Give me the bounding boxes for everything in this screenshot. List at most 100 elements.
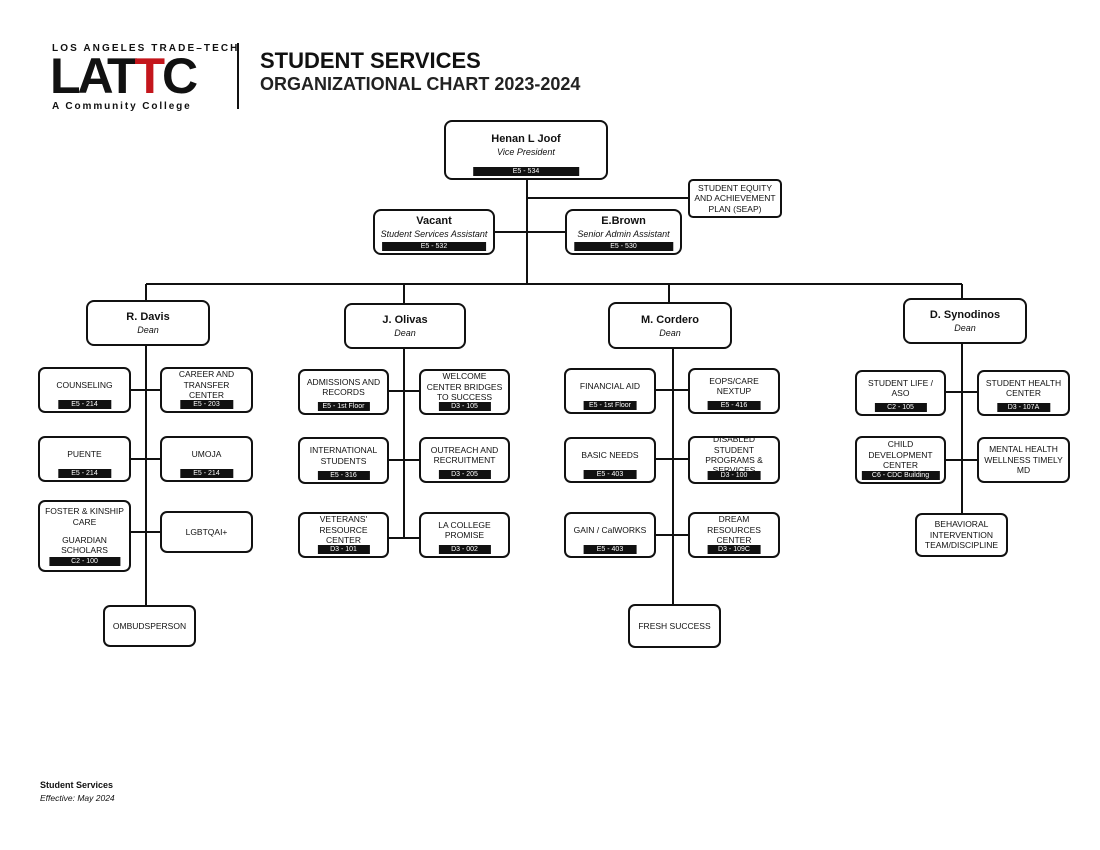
- unit-location: D3 - 109C: [707, 545, 761, 554]
- unit-label: GAIN / CalWORKS: [573, 524, 647, 535]
- unit-label: VETERANS' RESOURCE CENTER: [319, 514, 368, 546]
- unit-location: D3 - 002: [438, 545, 491, 554]
- unit-location: D3 - 105: [438, 402, 491, 411]
- unit-location: E5 - 403: [583, 470, 637, 479]
- unit-location: E5 - 416: [707, 401, 761, 410]
- unit-label: PUENTE: [67, 448, 102, 459]
- assistant-location-vacant: E5 - 532: [382, 242, 486, 251]
- vp-title: Vice President: [497, 147, 555, 157]
- unit-label: STUDENT LIFE / ASO: [867, 377, 934, 398]
- unit-foster-kinship: FOSTER & KINSHIP CARE GUARDIAN SCHOLARS …: [38, 500, 131, 572]
- unit-label: FRESH SUCCESS: [638, 620, 711, 631]
- unit-label: STUDENT HEALTH CENTER: [985, 377, 1062, 398]
- dean-title: Dean: [954, 323, 976, 333]
- dean-title: Dean: [137, 325, 159, 335]
- unit-outreach-recruitment: OUTREACH AND RECRUITMENT D3 - 205: [419, 437, 510, 483]
- assistant-name-vacant: Vacant: [416, 215, 452, 227]
- unit-label: FOSTER & KINSHIP CARE: [45, 506, 124, 527]
- unit-location: E5 - 403: [583, 545, 637, 554]
- unit-label: COUNSELING: [56, 379, 113, 390]
- dean-name: R. Davis: [126, 311, 170, 323]
- unit-student-health: STUDENT HEALTH CENTER D3 - 107A: [977, 370, 1070, 416]
- vp-box: Henan L Joof Vice President E5 - 534: [444, 120, 608, 180]
- unit-student-life-aso: STUDENT LIFE / ASO C2 - 105: [855, 370, 946, 416]
- unit-label: DISABLED STUDENT PROGRAMS & SERVICES: [705, 436, 763, 475]
- unit-location: C2 - 105: [874, 403, 927, 412]
- logo-tagline-bottom: A Community College: [52, 101, 192, 112]
- unit-ombudsperson: OMBUDSPERSON: [103, 605, 196, 647]
- unit-label: OUTREACH AND RECRUITMENT: [430, 444, 499, 465]
- dean-box-synodinos: D. Synodinos Dean: [903, 298, 1027, 344]
- unit-counseling: COUNSELING E5 - 214: [38, 367, 131, 413]
- unit-label: INTERNATIONAL STUDENTS: [309, 445, 378, 466]
- dean-title: Dean: [659, 327, 681, 338]
- unit-location: E5 - 214: [57, 469, 112, 478]
- assistant-title-ebrown: Senior Admin Assistant: [577, 229, 670, 239]
- college-logo: LATTC: [50, 51, 198, 101]
- unit-location: C2 - 100: [48, 557, 121, 566]
- unit-label: UMOJA: [191, 448, 222, 459]
- unit-puente: PUENTE E5 - 214: [38, 436, 131, 482]
- unit-career-transfer: CAREER AND TRANSFER CENTER E5 - 203: [160, 367, 253, 413]
- unit-label: LGBTQAI+: [185, 526, 228, 537]
- unit-admissions-records: ADMISSIONS AND RECORDS E5 - 1st Floor: [298, 369, 389, 415]
- unit-welcome-center: WELCOME CENTER BRIDGES TO SUCCESS D3 - 1…: [419, 369, 510, 415]
- unit-location: E5 - 214: [179, 469, 234, 478]
- unit-location: E5 - 203: [179, 400, 234, 409]
- assistant-title-vacant: Student Services Assistant: [380, 229, 488, 239]
- unit-dsps: DISABLED STUDENT PROGRAMS & SERVICES D3 …: [688, 436, 780, 484]
- unit-lgbtqai: LGBTQAI+: [160, 511, 253, 553]
- unit-label: CAREER AND TRANSFER CENTER: [178, 369, 235, 401]
- unit-international-students: INTERNATIONAL STUDENTS E5 - 316: [298, 437, 389, 484]
- logo-text-a: LAT: [50, 48, 138, 104]
- assistant-box-vacant: Vacant Student Services Assistant E5 - 5…: [373, 209, 495, 255]
- unit-mental-health: MENTAL HEALTH WELLNESS TIMELY MD: [977, 437, 1070, 483]
- seap-label: STUDENT EQUITY AND ACHIEVEMENT PLAN (SEA…: [694, 182, 776, 214]
- unit-label: DREAM RESOURCES CENTER: [707, 514, 761, 546]
- footer-department: Student Services: [40, 780, 114, 790]
- unit-label: BASIC NEEDS: [581, 449, 639, 460]
- unit-label: FINANCIAL AID: [579, 380, 641, 391]
- footer-effective-date: Effective: May 2024: [40, 793, 115, 803]
- unit-location: D3 - 205: [438, 470, 491, 479]
- unit-label: MENTAL HEALTH WELLNESS TIMELY MD: [984, 444, 1063, 476]
- dean-title: Dean: [394, 328, 416, 338]
- unit-location: E5 - 214: [57, 400, 112, 409]
- vp-name: Henan L Joof: [491, 133, 561, 145]
- dean-name: D. Synodinos: [929, 309, 1001, 321]
- header-divider: [237, 43, 239, 109]
- page-subtitle: ORGANIZATIONAL CHART 2023-2024: [260, 74, 581, 94]
- unit-dream-resources: DREAM RESOURCES CENTER D3 - 109C: [688, 512, 780, 558]
- unit-label: EOPS/CARE NEXTUP: [709, 375, 759, 396]
- unit-location: C6 - CDC Building: [861, 471, 940, 480]
- unit-gain-calworks: GAIN / CalWORKS E5 - 403: [564, 512, 656, 558]
- dean-box-cordero: M. Cordero Dean: [608, 302, 732, 349]
- dean-name: M. Cordero: [640, 313, 700, 326]
- unit-label: LA COLLEGE PROMISE: [438, 519, 491, 540]
- dean-box-olivas: J. Olivas Dean: [344, 303, 466, 349]
- dean-box-davis: R. Davis Dean: [86, 300, 210, 346]
- unit-label: WELCOME CENTER BRIDGES TO SUCCESS: [426, 371, 503, 403]
- unit-veterans-resource: VETERANS' RESOURCE CENTER D3 - 101: [298, 512, 389, 558]
- unit-label: ADMISSIONS AND RECORDS: [306, 376, 381, 397]
- unit-financial-aid: FINANCIAL AID E5 - 1st Floor: [564, 368, 656, 414]
- unit-umoja: UMOJA E5 - 214: [160, 436, 253, 482]
- assistant-box-ebrown: E.Brown Senior Admin Assistant E5 - 530: [565, 209, 682, 255]
- unit-location: E5 - 316: [317, 471, 370, 480]
- unit-eops-care: EOPS/CARE NEXTUP E5 - 416: [688, 368, 780, 414]
- unit-basic-needs: BASIC NEEDS E5 - 403: [564, 437, 656, 483]
- assistant-name-ebrown: E.Brown: [601, 215, 646, 227]
- unit-location: E5 - 1st Floor: [317, 402, 370, 411]
- unit-fresh-success: FRESH SUCCESS: [628, 604, 721, 648]
- unit-la-college-promise: LA COLLEGE PROMISE D3 - 002: [419, 512, 510, 558]
- logo-tagline-top: LOS ANGELES TRADE–TECH: [52, 43, 240, 54]
- unit-label: BEHAVIORAL INTERVENTION TEAM/DISCIPLINE: [924, 519, 999, 551]
- unit-location: D3 - 101: [317, 545, 370, 554]
- assistant-location-ebrown: E5 - 530: [573, 242, 674, 251]
- page-title: STUDENT SERVICES: [260, 48, 481, 73]
- logo-text-b: T: [134, 48, 164, 104]
- seap-box: STUDENT EQUITY AND ACHIEVEMENT PLAN (SEA…: [688, 179, 782, 218]
- unit-behavioral-intervention: BEHAVIORAL INTERVENTION TEAM/DISCIPLINE: [915, 513, 1008, 557]
- unit-location: D3 - 107A: [996, 403, 1051, 412]
